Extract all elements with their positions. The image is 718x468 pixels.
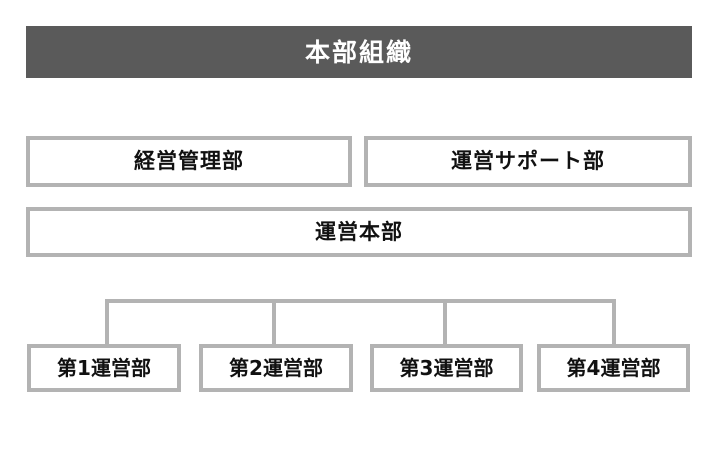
org-node-label: 運営サポート部 (451, 149, 605, 173)
org-node-label: 第4運営部 (566, 356, 661, 380)
connector-vertical-2 (272, 299, 276, 345)
page-title: 本部組織 (304, 37, 413, 67)
org-node-label: 経営管理部 (134, 149, 244, 173)
org-node-unei-support-bu[interactable]: 運営サポート部 (364, 136, 692, 187)
connector-vertical-3 (443, 299, 447, 345)
connector-vertical-4 (612, 299, 616, 345)
org-node-label: 運営本部 (315, 219, 403, 244)
connector-horizontal-bar (105, 299, 616, 303)
org-node-dai3-unei-bu[interactable]: 第3運営部 (370, 344, 523, 392)
org-node-dai2-unei-bu[interactable]: 第2運営部 (199, 344, 353, 392)
connector-vertical-1 (105, 299, 109, 345)
org-chart-title-bar: 本部組織 (26, 26, 692, 78)
org-node-dai1-unei-bu[interactable]: 第1運営部 (27, 344, 181, 392)
org-node-unei-honbu[interactable]: 運営本部 (26, 207, 692, 257)
org-node-label: 第2運営部 (229, 356, 323, 380)
org-node-dai4-unei-bu[interactable]: 第4運営部 (537, 344, 690, 392)
org-node-label: 第1運営部 (57, 356, 151, 380)
org-node-keiei-kanri-bu[interactable]: 経営管理部 (26, 136, 352, 187)
org-node-label: 第3運営部 (399, 356, 494, 380)
